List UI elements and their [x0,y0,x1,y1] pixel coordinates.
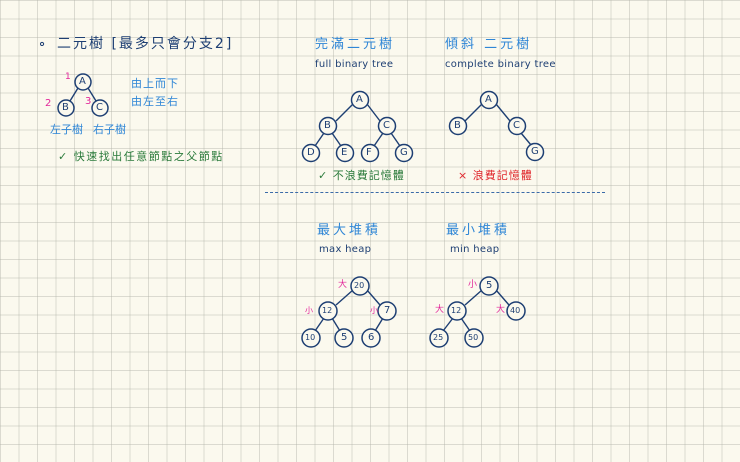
node-a: A [79,76,86,87]
max-node-7: 7 [384,305,391,316]
bullet: ∘ [38,37,47,52]
max-node-12: 12 [322,306,333,315]
full-node-g: G [400,147,408,158]
min-annot-left: 大 [435,305,445,315]
max-annot-root: 大 [338,280,348,290]
min-node-12: 12 [451,306,462,315]
complete-node-c: C [513,120,520,131]
max-heap-subtitle: max heap [319,244,372,255]
order-1: 1 [65,72,71,82]
min-node-25: 25 [433,333,444,342]
node-c: C [96,102,103,113]
complete-tree-subtitle: complete binary tree [445,59,556,70]
min-annot-right: 大 [496,305,506,315]
min-heap-title: 最小堆積 [446,223,511,238]
complete-node-a: A [485,94,492,105]
rule-left-right: 由左至右 [131,95,179,108]
min-node-40: 40 [510,306,521,315]
rule-top-down: 由上而下 [131,77,179,90]
max-node-20: 20 [354,281,365,290]
max-annot-right: 小 [370,306,378,315]
max-annot-left: 小 [305,306,313,315]
full-tree-note: ✓ 不浪費記憶體 [318,169,405,182]
order-2: 2 [45,98,52,109]
min-node-50: 50 [468,333,479,342]
complete-node-b: B [454,120,461,131]
full-node-e: E [341,147,348,158]
full-node-d: D [307,147,315,158]
min-annot-root: 小 [468,280,478,290]
full-node-c: C [383,120,390,131]
left-subtree-label: 左子樹 [50,123,83,136]
order-3: 3 [85,96,92,107]
full-node-b: B [324,120,331,131]
min-node-5: 5 [486,280,493,291]
complete-tree-title: 傾斜 二元樹 [445,37,533,52]
section-title: 二元樹 [最多只會分支2] [57,36,234,52]
parent-lookup-note: ✓ 快速找出任意節點之父節點 [58,150,224,163]
max-node-6: 6 [368,332,375,343]
section-divider [265,192,605,193]
max-node-5: 5 [341,332,348,343]
right-subtree-label: 右子樹 [93,123,126,136]
full-node-f: F [366,147,372,158]
max-node-10: 10 [305,333,316,342]
min-heap-subtitle: min heap [450,244,500,255]
full-node-a: A [356,94,363,105]
full-tree-subtitle: full binary tree [315,59,394,70]
max-heap-title: 最大堆積 [317,223,382,238]
complete-tree-note: × 浪費記憶體 [458,169,533,182]
node-b: B [62,102,69,113]
complete-node-g: G [531,146,539,157]
full-tree-title: 完滿二元樹 [315,37,396,52]
